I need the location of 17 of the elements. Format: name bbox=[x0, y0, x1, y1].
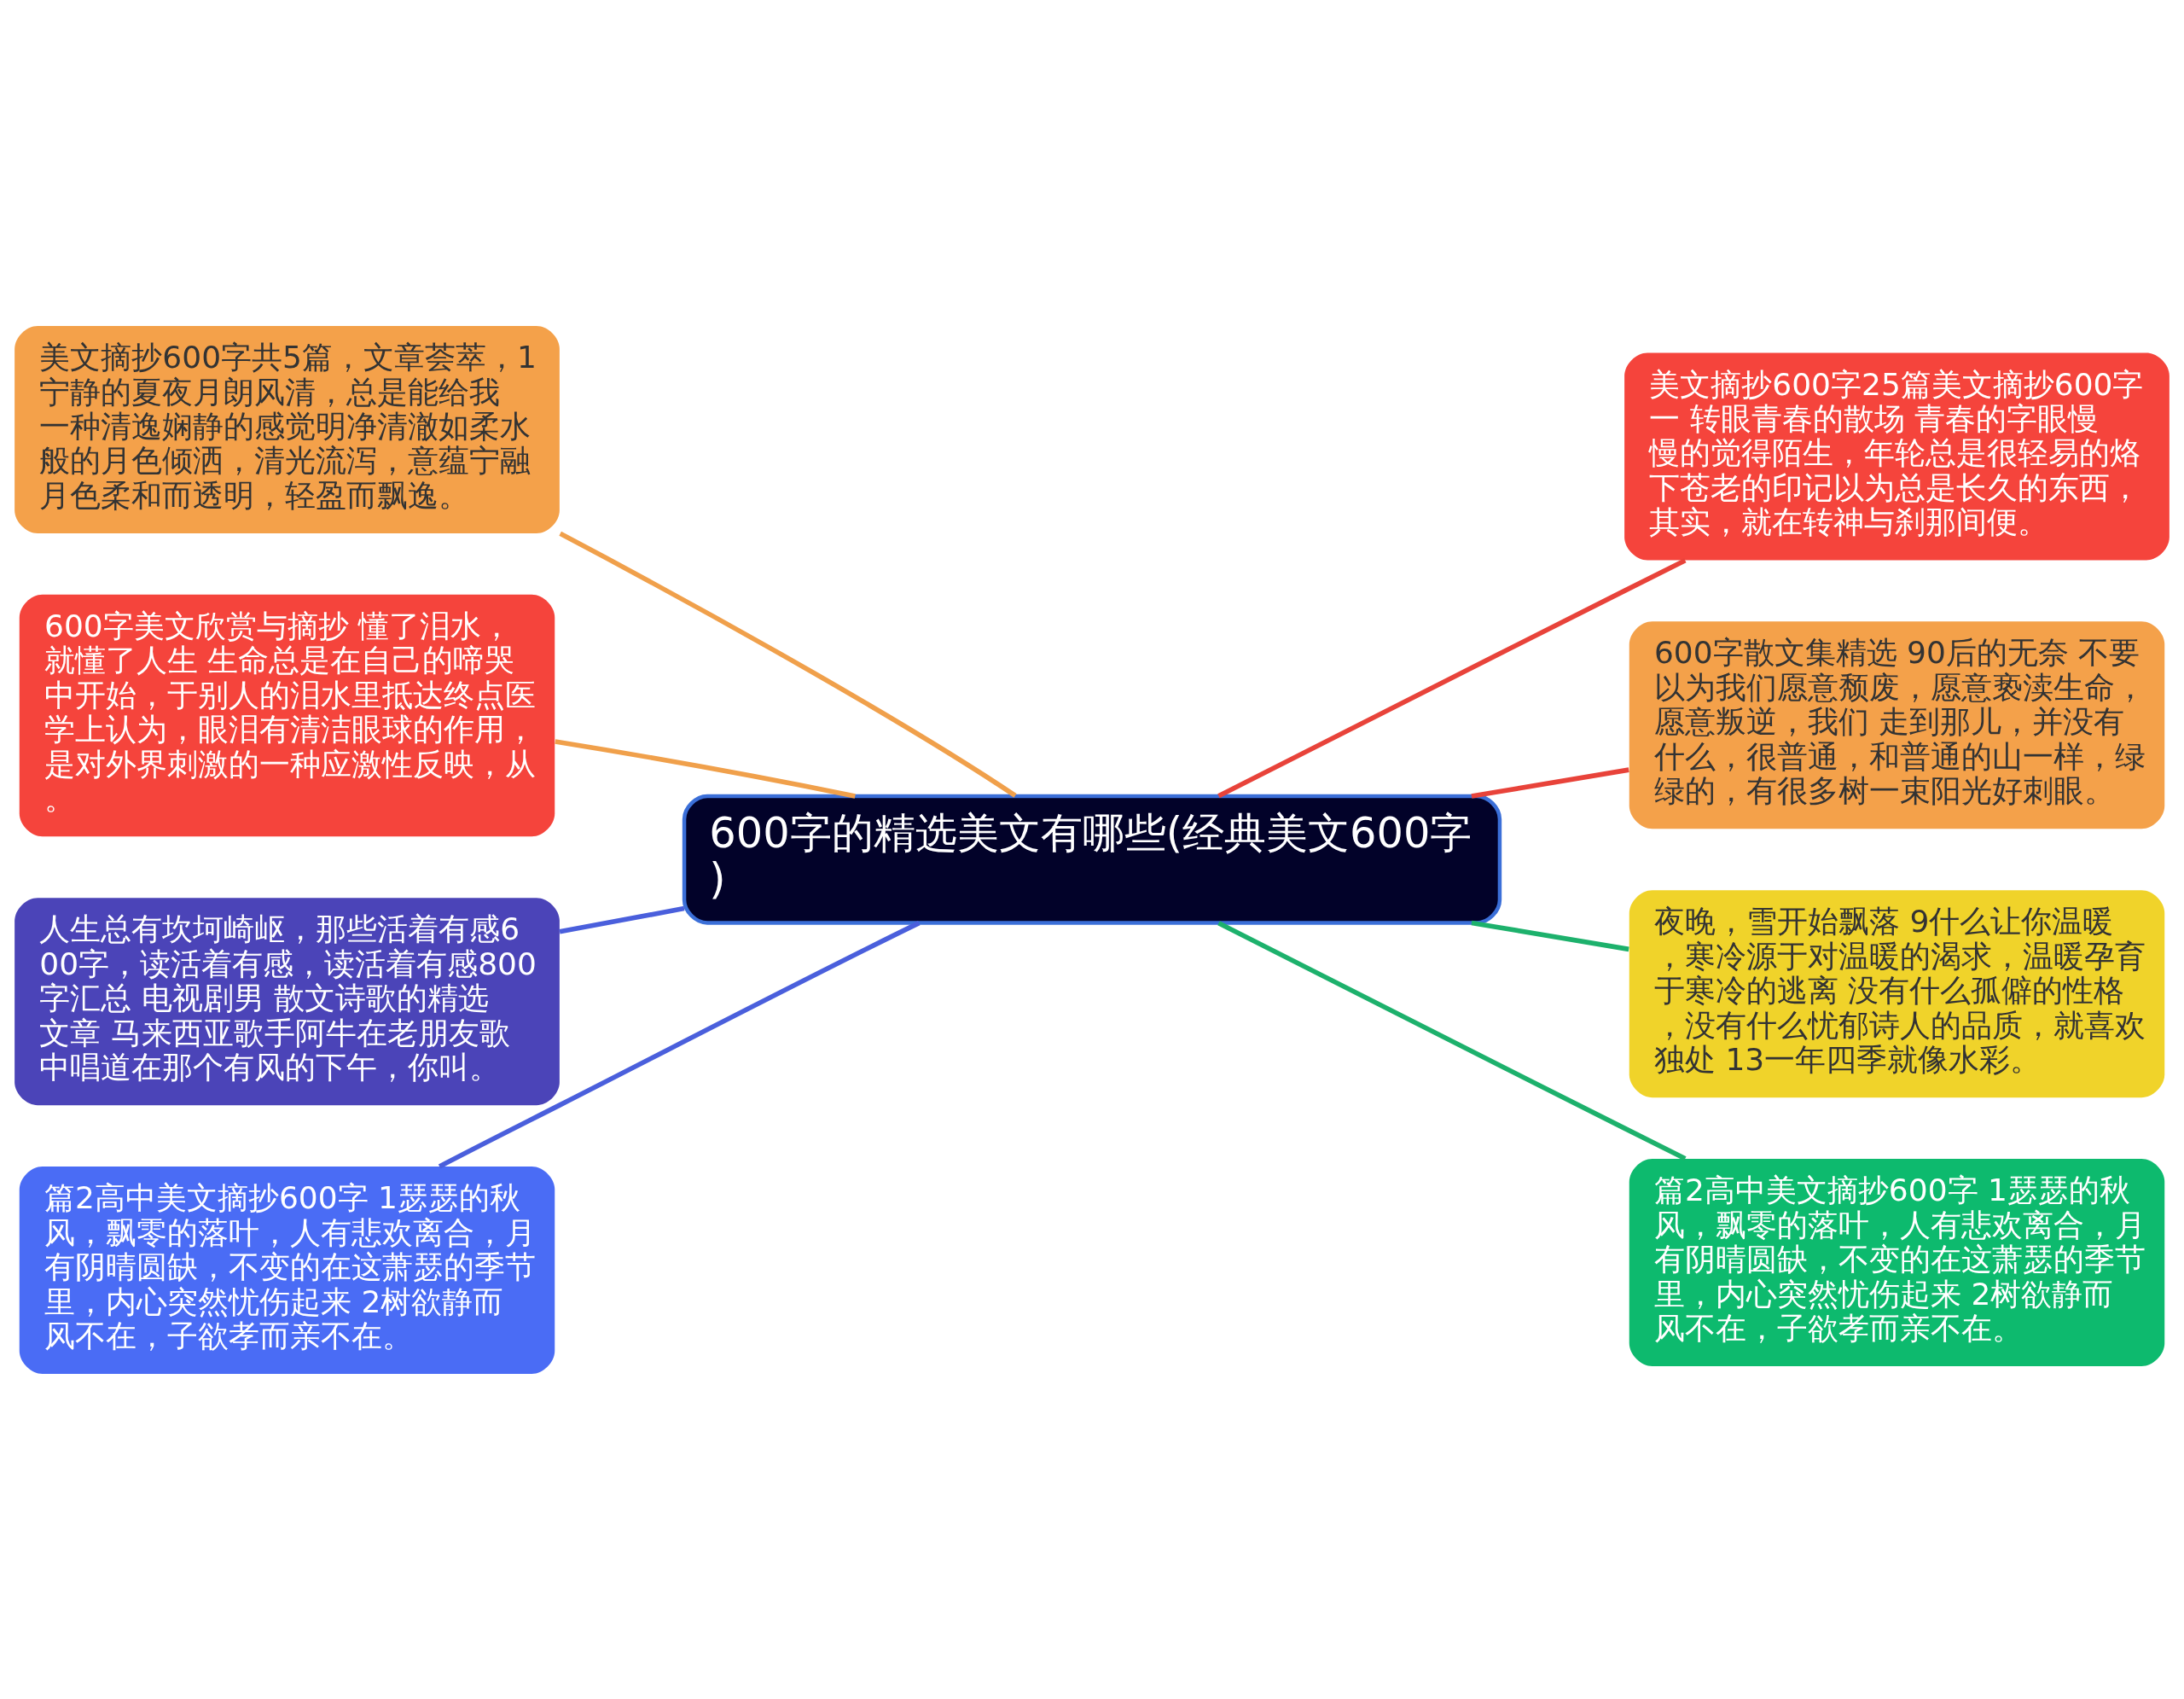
connector bbox=[555, 738, 856, 799]
node-box: 美文摘抄600字共5篇，文章荟萃，1 宁静的夏夜月朗风清，总是能给我一种清逸娴静的感觉明净清澈如柔水般的月色倾洒，清光流泻，意蕴宁融月色柔和而透明，轻盈而飘逸。 bbox=[15, 325, 560, 533]
connector bbox=[559, 531, 1017, 798]
node-box: 篇2高中美文摘抄600字 1瑟瑟的秋风，飘零的落叶，人有悲欢离合，月有阴晴圆缺，不变的在这萧瑟的季节里，内心突然忧伤起来 2树欲静而风不在，子欲孝而亲不在。 bbox=[1629, 1158, 2165, 1366]
node-box: 600字美文欣赏与摘抄 懂了泪水，就懂了人生 生命总是在自己的啼哭中开始，于别人的泪水里抵达终点医学上认为，眼泪有清洁眼球的作用，是对外界刺激的一种应激性反映，从。 bbox=[19, 594, 555, 836]
node-box: 篇2高中美文摘抄600字 1瑟瑟的秋风，飘零的落叶，人有悲欢离合，月有阴晴圆缺，不变的在这萧瑟的季节里，内心突然忧伤起来 2树欲静而风不在，子欲孝而亲不在。 bbox=[19, 1166, 555, 1374]
connector bbox=[1471, 920, 1629, 951]
node-box: 人生总有坎坷崎岖，那些活着有感600字，读活着有感，读活着有感800字汇总 电视剧男 散文诗歌的精选文章 马来西亚歌手阿牛在老朋友歌中唱道在那个有风的下午，你叫。 bbox=[15, 897, 560, 1105]
connector bbox=[559, 905, 685, 934]
connector bbox=[1217, 920, 1687, 1161]
connector bbox=[438, 920, 921, 1168]
node-box: 600字散文集精选 90后的无奈 不要以为我们愿意颓废，愿意亵渎生命，愿意叛逆，我们 走到那儿，并没有什么，很普通，和普通的山一样，绿绿的，有很多树一束阳光好刺眼。 bbox=[1629, 620, 2165, 829]
connector bbox=[1217, 557, 1687, 798]
node-box: 美文摘抄600字25篇美文摘抄600字一 转眼青春的散场 青春的字眼慢慢的觉得陌生，年轮总是很轻易的烙下苍老的印记以为总是长久的东西，其实，就在转神与刹那间便。 bbox=[1624, 352, 2169, 560]
node-box: 600字的精选美文有哪些(经典美文600字) bbox=[682, 794, 1502, 925]
connector bbox=[1471, 766, 1629, 799]
node-box: 夜晚，雪开始飘落 9什么让你温暖，寒冷源于对温暖的渴求，温暖孕育于寒冷的逃离 没有什么孤僻的性格，没有什么忧郁诗人的品质，就喜欢独处 13一年四季就像水彩。 bbox=[1629, 889, 2165, 1097]
